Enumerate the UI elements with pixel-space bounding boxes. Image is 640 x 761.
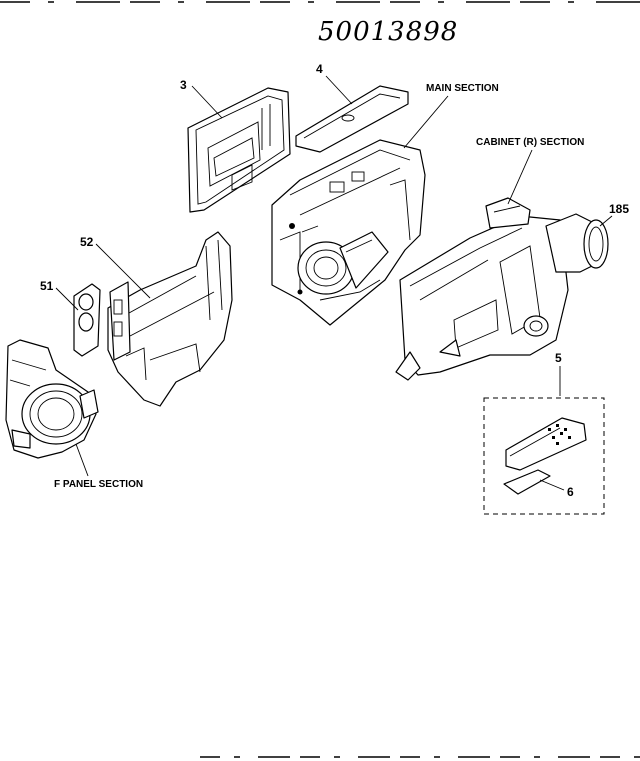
leader-cabinet-r-section <box>507 149 533 205</box>
leader-f-panel-section <box>75 443 89 477</box>
handwritten-part-code: 50013898 <box>318 17 458 47</box>
cabinet-r-section <box>395 197 609 381</box>
part-6-card <box>503 469 551 495</box>
remote-kit-box <box>483 397 605 515</box>
label-part-51: 51 <box>40 279 54 293</box>
leader-part-3 <box>191 85 223 119</box>
leader-part-52 <box>95 243 151 299</box>
leader-part-6 <box>539 479 565 491</box>
label-part-6: 6 <box>567 485 574 499</box>
part-4-top-cover <box>295 85 409 153</box>
part-52-frame <box>107 231 233 407</box>
f-panel-section <box>5 339 99 459</box>
label-part-4: 4 <box>316 62 323 76</box>
label-part-5: 5 <box>555 351 562 365</box>
label-cabinet-r-section: CABINET (R) SECTION <box>476 137 584 148</box>
remote-control <box>505 417 587 471</box>
leader-part-4 <box>325 75 353 105</box>
label-part-3: 3 <box>180 78 187 92</box>
leader-part-51 <box>55 287 79 311</box>
label-part-185: 185 <box>609 202 629 216</box>
main-section-assembly <box>271 139 426 326</box>
label-part-52: 52 <box>80 235 94 249</box>
leader-part-185 <box>599 215 613 227</box>
leader-main-section <box>403 95 449 149</box>
part-3-side-panel <box>187 87 291 213</box>
label-f-panel-section: F PANEL SECTION <box>54 479 143 490</box>
label-main-section: MAIN SECTION <box>426 83 499 94</box>
part-51-plate <box>73 283 101 357</box>
